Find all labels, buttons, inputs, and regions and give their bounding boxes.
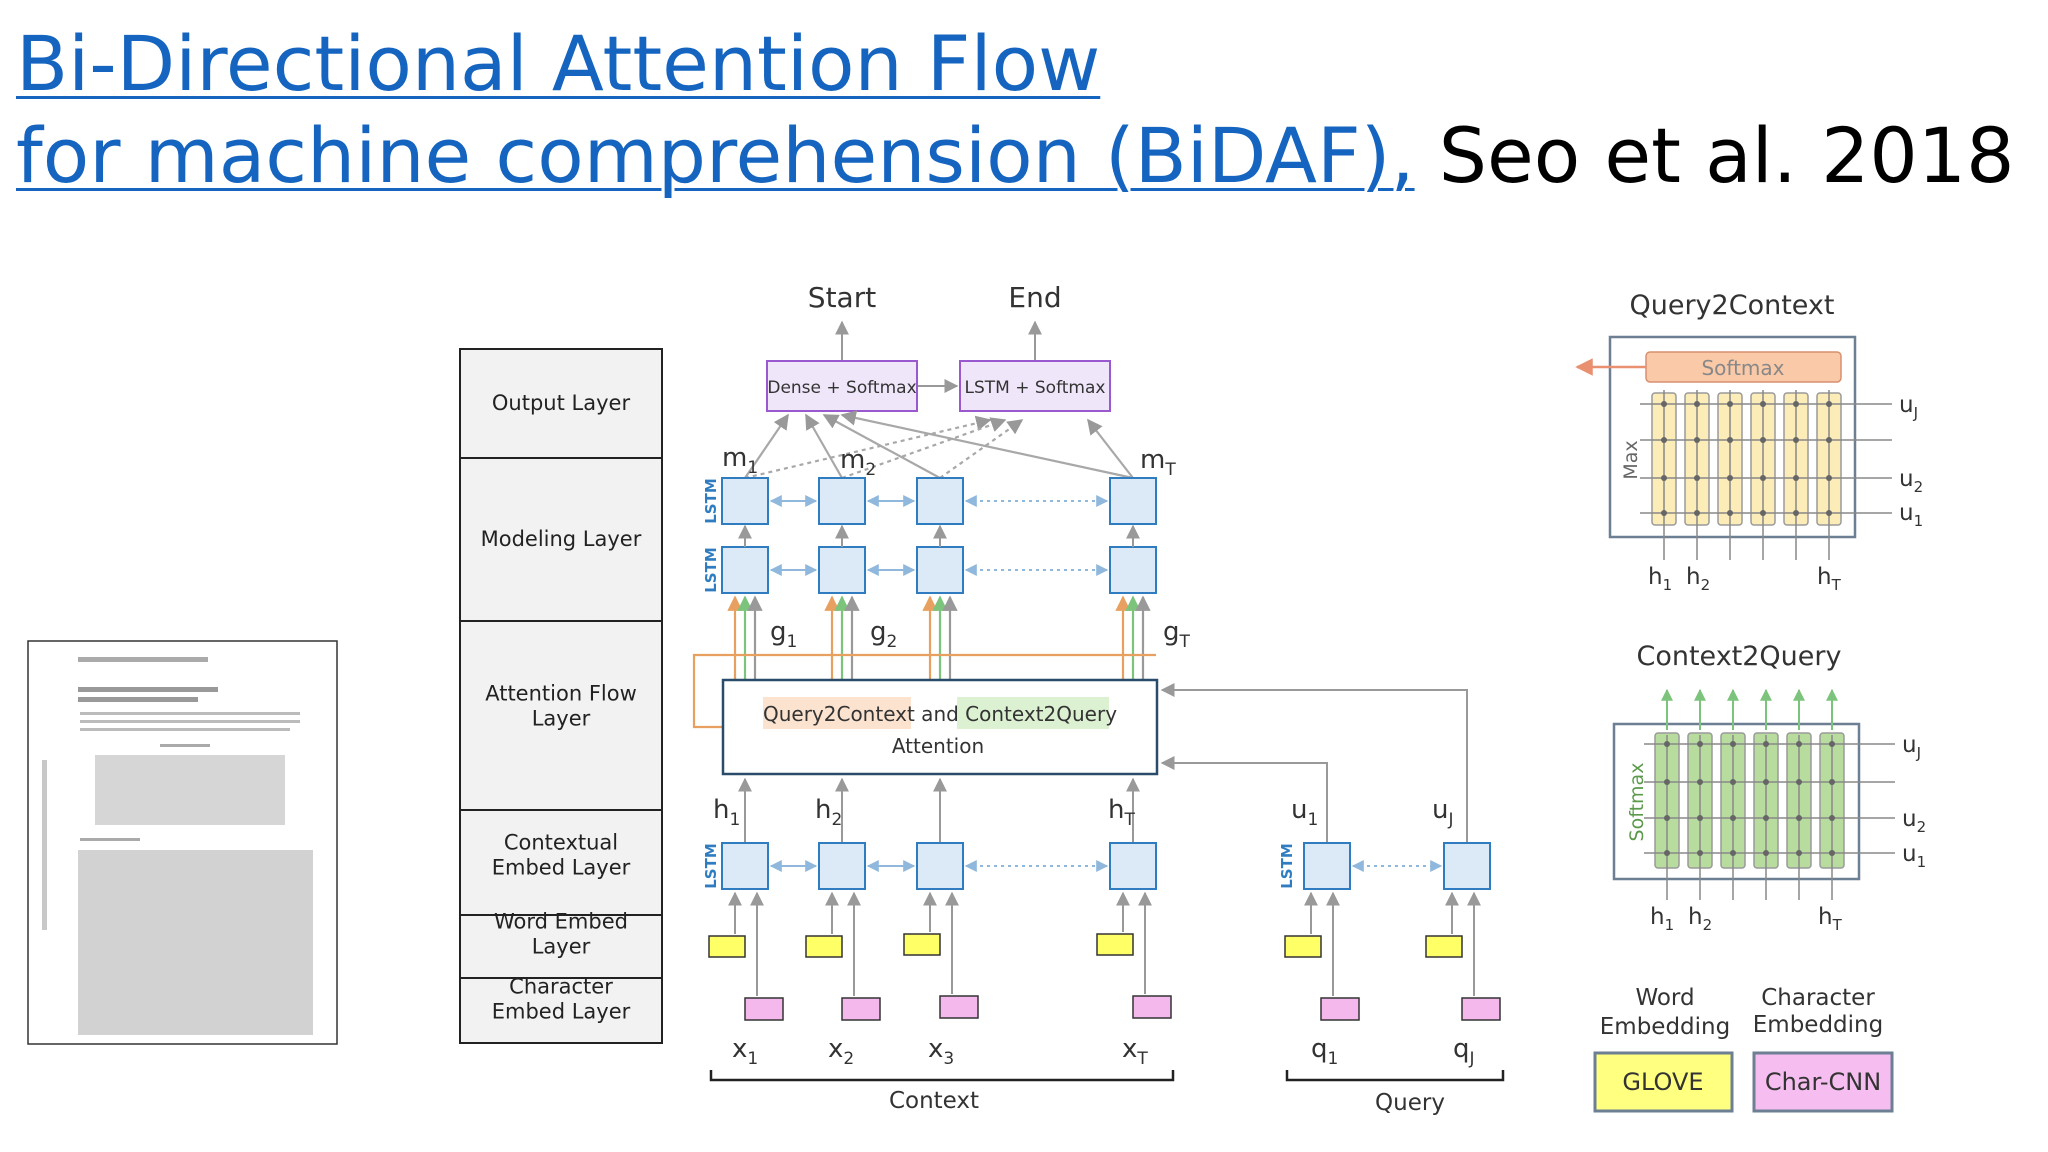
- x1-label: x1: [732, 1034, 758, 1069]
- q2c-hT-label: hT: [1817, 564, 1842, 594]
- word-embedding-row: [708, 933, 1463, 958]
- paper-thumbnail[interactable]: [27, 640, 338, 1045]
- c2q-u2-label: u2: [1902, 806, 1926, 836]
- paper-title-link-line2[interactable]: for machine comprehension (BiDAF),: [16, 111, 1415, 200]
- c2q-panel-title: Context2Query: [1636, 641, 1841, 672]
- attention-subtitle: Attention: [892, 734, 984, 758]
- context-lstm-row: LSTM: [702, 842, 1157, 890]
- paper-title-link-line1[interactable]: Bi-Directional Attention Flow: [16, 19, 1101, 108]
- q2c-max-label: Max: [1620, 440, 1642, 479]
- q2c-panel: Query2Context Softmax Max: [1575, 290, 1923, 594]
- legend-char-line1: Character: [1761, 985, 1875, 1011]
- c2q-panel: Context2Query Softmax: [1612, 641, 1926, 934]
- lstm-tag-modeling-2: LSTM: [702, 547, 720, 593]
- legend-char-line2: Embedding: [1753, 1012, 1883, 1038]
- paper-authors-year: Seo et al. 2018: [1414, 111, 2015, 200]
- layer-label-modeling: Modeling Layer: [481, 527, 642, 551]
- modeling-lstm-row-1: LSTM: [702, 477, 1157, 525]
- modeling-to-output-connections: [744, 410, 1134, 480]
- gT-label: gT: [1163, 617, 1191, 652]
- mT-label: mT: [1140, 445, 1176, 480]
- h1-label: h1: [713, 795, 740, 830]
- c2q-uJ-label: uJ: [1902, 732, 1921, 762]
- m1-label: m1: [722, 443, 758, 478]
- m2-label: m2: [840, 445, 876, 480]
- attention-title: Query2Context and Context2Query: [763, 702, 1117, 726]
- query-lstm-row: LSTM: [1278, 842, 1491, 890]
- glove-swatch: [1593, 1051, 1734, 1113]
- legend-word-line1: Word: [1635, 985, 1694, 1011]
- query-bracket-label: Query: [1375, 1090, 1445, 1116]
- end-label: End: [1008, 281, 1061, 314]
- attention-to-modeling-arrows: [727, 595, 1151, 680]
- x2-label: x2: [828, 1034, 854, 1069]
- charcnn-swatch: [1752, 1051, 1894, 1113]
- charcnn-label: Char-CNN: [1765, 1068, 1881, 1096]
- g2-label: g2: [870, 617, 897, 652]
- layer-label-output: Output Layer: [492, 391, 631, 415]
- lstm-tag-query: LSTM: [1278, 843, 1296, 889]
- g1-label: g1: [770, 617, 797, 652]
- x3-label: x3: [928, 1034, 954, 1069]
- q2c-h1-label: h1: [1648, 564, 1672, 594]
- layer-column: Output Layer Modeling Layer Attention Fl…: [459, 348, 663, 1044]
- q2c-panel-title: Query2Context: [1629, 290, 1834, 321]
- dense-softmax-label: Dense + Softmax: [767, 378, 916, 398]
- context-bracket-label: Context: [889, 1088, 979, 1114]
- embedding-legend: Word Embedding Character Embedding GLOVE…: [1593, 985, 1894, 1113]
- c2q-u1-label: u1: [1902, 841, 1926, 871]
- qJ-label: qJ: [1453, 1034, 1475, 1069]
- hT-label: hT: [1108, 795, 1135, 830]
- q2c-feedback-loop: [692, 653, 1156, 729]
- c2q-h1-label: h1: [1650, 904, 1674, 934]
- c2q-softmax-label: Softmax: [1626, 763, 1648, 842]
- lstm-tag-modeling-1: LSTM: [702, 478, 720, 524]
- xT-label: xT: [1122, 1034, 1148, 1069]
- context-bracket: [709, 1070, 1175, 1082]
- lstm-softmax-box: [959, 360, 1111, 412]
- q2c-u1-label: u1: [1899, 500, 1923, 530]
- uJ-label: uJ: [1432, 795, 1454, 830]
- glove-label: GLOVE: [1622, 1068, 1703, 1096]
- char-embedding-row: [744, 995, 1501, 1021]
- q2c-softmax-label: Softmax: [1701, 356, 1784, 380]
- q2c-uJ-label: uJ: [1899, 392, 1918, 422]
- start-label: Start: [808, 281, 876, 314]
- query-bracket: [1285, 1070, 1505, 1082]
- modeling-lstm-row-2: LSTM: [702, 546, 1157, 594]
- legend-word-line2: Embedding: [1600, 1014, 1730, 1040]
- modeling-to-lstm-softmax-dotted: [744, 415, 1024, 480]
- h2-label: h2: [815, 795, 842, 830]
- c2q-h2-label: h2: [1688, 904, 1712, 934]
- q1-label: q1: [1311, 1034, 1338, 1069]
- q2c-h2-label: h2: [1686, 564, 1710, 594]
- lstm-softmax-label: LSTM + Softmax: [965, 378, 1106, 398]
- u1-label: u1: [1291, 795, 1318, 830]
- c2q-hT-label: hT: [1818, 904, 1843, 934]
- lstm-tag-context: LSTM: [702, 843, 720, 889]
- q2c-u2-label: u2: [1899, 466, 1923, 496]
